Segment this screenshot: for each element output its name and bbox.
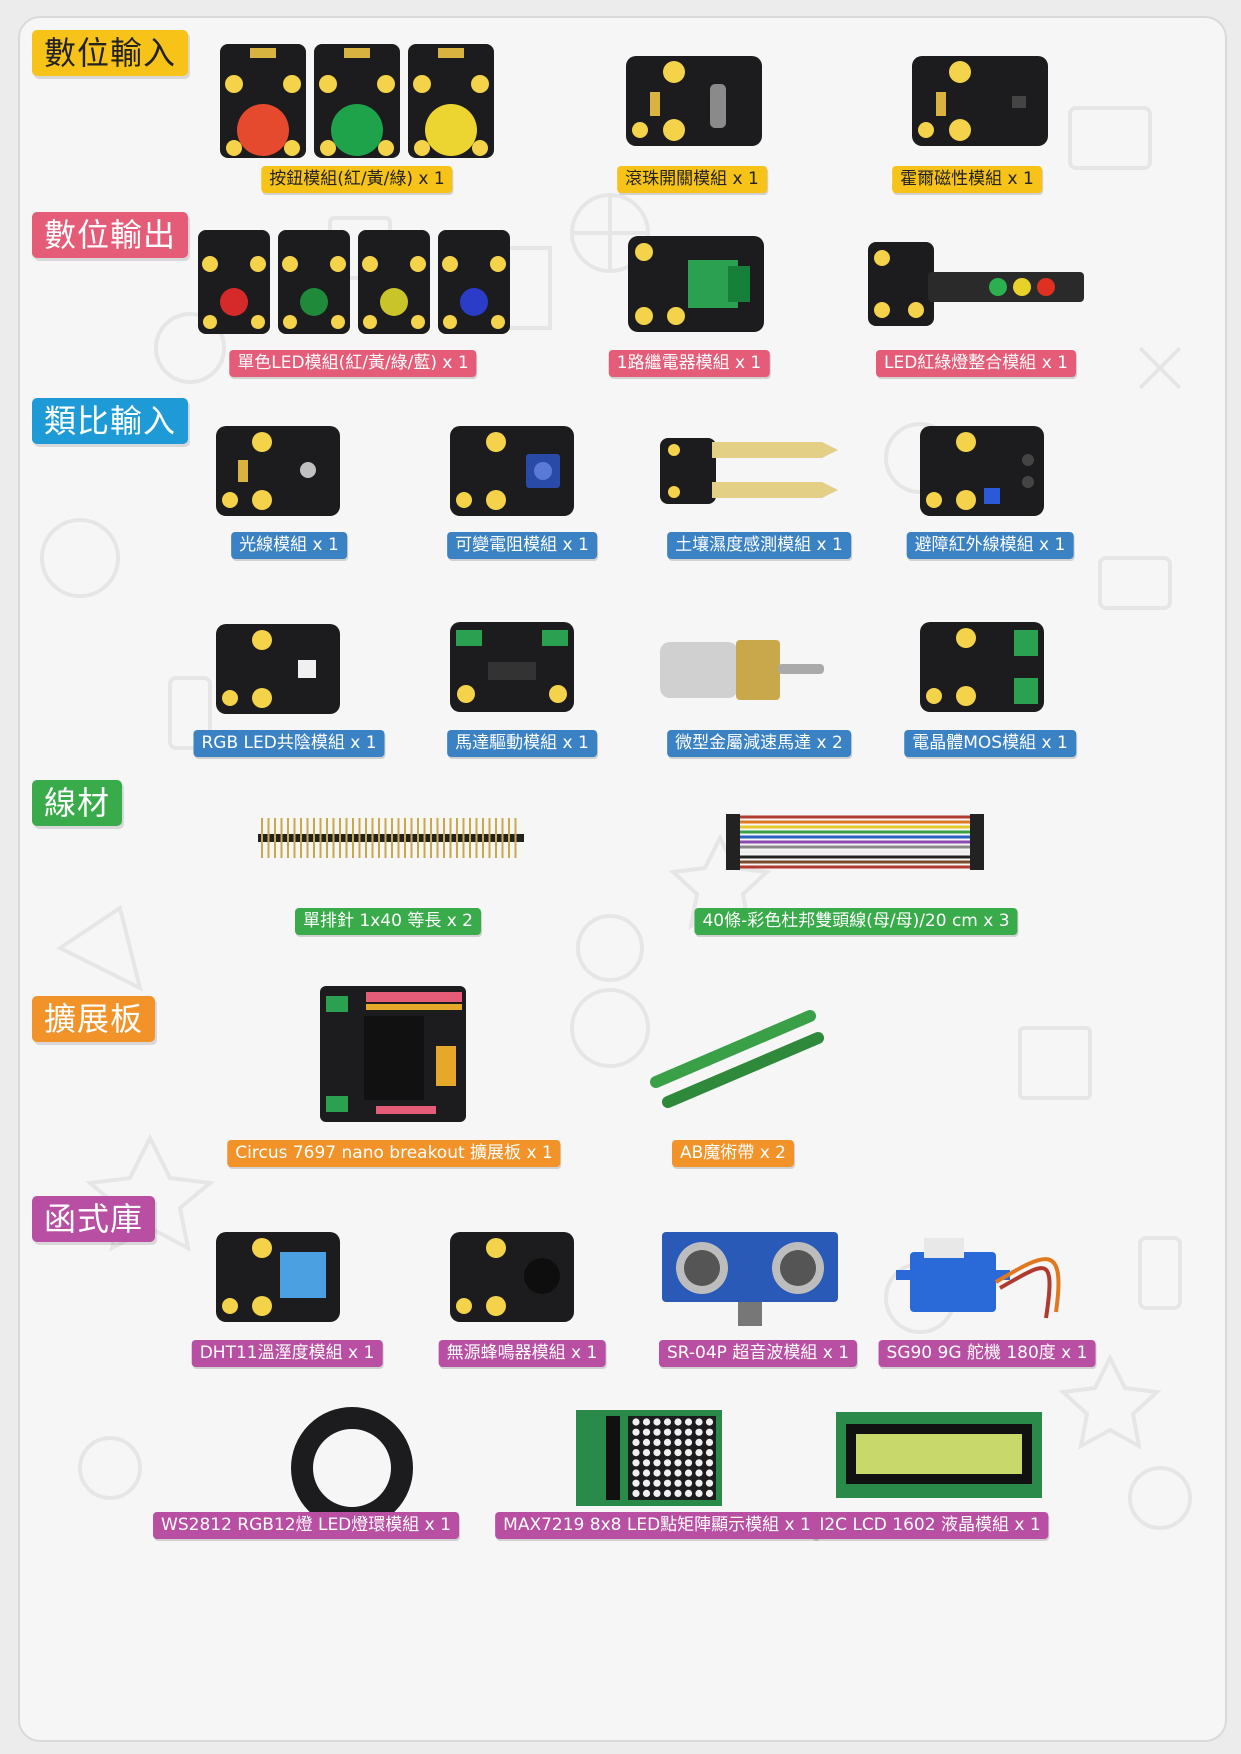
- breakout-board-image: [320, 986, 466, 1122]
- item-label-lcd-module: I2C LCD 1602 液晶模組 x 1: [811, 1512, 1049, 1539]
- page-frame: 數位輸入 數位輸出 類比輸入 線材 擴展板 函式庫 按鈕模組(紅/黃/綠) x …: [18, 16, 1227, 1742]
- category-wires: 線材: [32, 780, 123, 826]
- item-label-led-module: 單色LED模組(紅/黃/綠/藍) x 1: [229, 350, 477, 377]
- item-label-buzzer: 無源蜂鳴器模組 x 1: [438, 1340, 606, 1367]
- item-label-hall-sensor: 霍爾磁性模組 x 1: [892, 166, 1042, 193]
- item-label-breakout-board: Circus 7697 nano breakout 擴展板 x 1: [227, 1140, 561, 1167]
- item-label-ir-obstacle: 避障紅外線模組 x 1: [906, 532, 1074, 559]
- item-label-ultrasonic-sensor: SR-04P 超音波模組 x 1: [658, 1340, 858, 1367]
- lcd-module-image: [836, 1412, 1042, 1498]
- gear-motor-image: [660, 640, 824, 700]
- light-sensor-image: [216, 426, 340, 516]
- servo-image: [896, 1238, 1061, 1319]
- item-label-traffic-light: LED紅綠燈整合模組 x 1: [876, 350, 1076, 377]
- ir-obstacle-image: [920, 426, 1044, 516]
- item-label-velcro-straps: AB魔術帶 x 2: [672, 1140, 794, 1167]
- mos-module-image: [920, 622, 1044, 712]
- item-label-relay-module: 1路繼電器模組 x 1: [608, 350, 770, 377]
- item-label-button-module: 按鈕模組(紅/黃/綠) x 1: [261, 166, 453, 193]
- led-modules-image: [198, 230, 510, 334]
- velcro-straps-image: [650, 1010, 824, 1108]
- item-label-led-matrix: MAX7219 8x8 LED點矩陣顯示模組 x 1: [495, 1512, 819, 1539]
- traffic-light-module-image: [868, 242, 1084, 326]
- item-label-tilt-switch: 滾珠開關模組 x 1: [617, 166, 767, 193]
- item-label-light-sensor: 光線模組 x 1: [231, 532, 347, 559]
- rgb-led-image: [216, 624, 340, 714]
- item-label-led-ring: WS2812 RGB12燈 LED燈環模組 x 1: [153, 1512, 459, 1539]
- item-label-rgb-led: RGB LED共陰模組 x 1: [193, 730, 385, 757]
- item-label-dht11: DHT11溫溼度模組 x 1: [191, 1340, 383, 1367]
- pin-header-image: [258, 818, 524, 858]
- hall-sensor-image: [912, 56, 1048, 146]
- relay-module-image: [628, 236, 764, 332]
- item-label-soil-sensor: 土壤濕度感測模組 x 1: [667, 532, 851, 559]
- category-digital-input: 數位輸入: [32, 30, 189, 76]
- motor-driver-image: [450, 622, 574, 712]
- item-label-potentiometer: 可變電阻模組 x 1: [447, 532, 597, 559]
- led-matrix-image: [576, 1410, 722, 1506]
- dupont-wires-image: [726, 814, 984, 870]
- item-label-gear-motor: 微型金屬減速馬達 x 2: [667, 730, 851, 757]
- category-expansion-board: 擴展板: [32, 996, 156, 1042]
- item-label-motor-driver: 馬達驅動模組 x 1: [447, 730, 597, 757]
- tilt-switch-image: [626, 56, 762, 146]
- button-module-image: [220, 44, 494, 158]
- ultrasonic-sensor-image: [662, 1232, 838, 1326]
- item-label-mos-module: 電晶體MOS模組 x 1: [904, 730, 1076, 757]
- item-label-dupont-wires: 40條-彩色杜邦雙頭線(母/母)/20 cm x 3: [694, 908, 1018, 935]
- soil-sensor-image: [660, 438, 838, 504]
- potentiometer-image: [450, 426, 574, 516]
- buzzer-image: [450, 1232, 574, 1322]
- item-label-pin-header: 單排針 1x40 等長 x 2: [295, 908, 481, 935]
- category-library: 函式庫: [32, 1196, 156, 1242]
- item-label-servo: SG90 9G 舵機 180度 x 1: [878, 1340, 1096, 1367]
- dht11-image: [216, 1232, 340, 1322]
- category-analog-input: 類比輸入: [32, 398, 189, 444]
- category-digital-output: 數位輸出: [32, 212, 189, 258]
- doodle-watermark: [40, 106, 1192, 1530]
